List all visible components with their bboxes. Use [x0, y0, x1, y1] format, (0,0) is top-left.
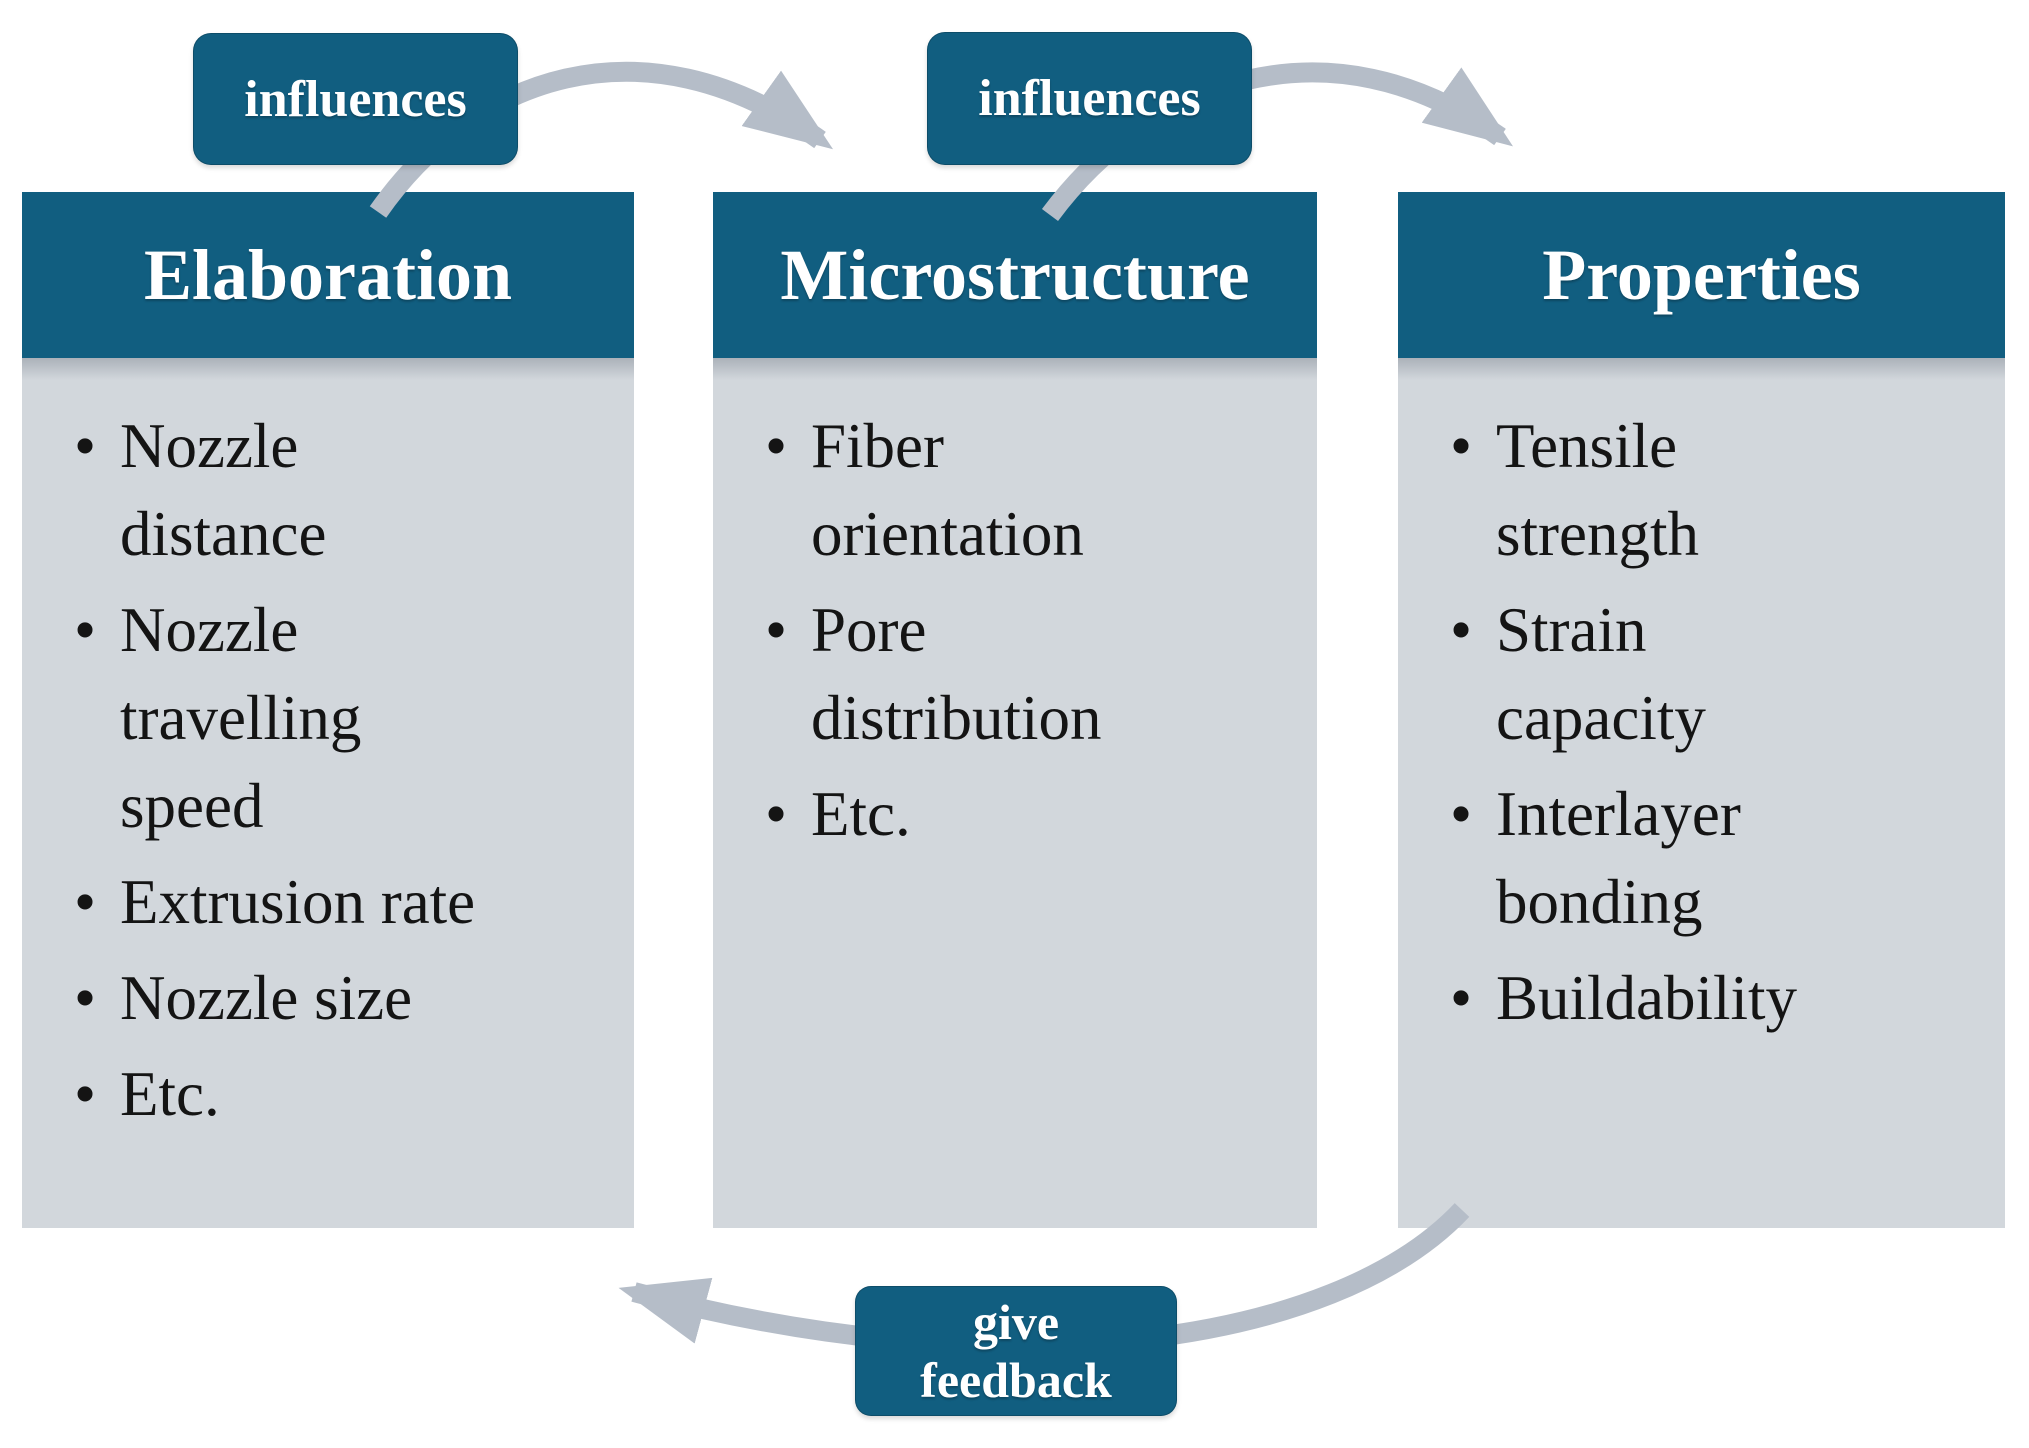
- column-properties-header: Properties: [1398, 192, 2005, 358]
- item-line: Strain: [1496, 595, 1647, 665]
- item-line: orientation: [811, 499, 1084, 569]
- column-properties-body: Tensile strength Strain capacity Interla…: [1398, 358, 2005, 1228]
- item-line: bonding: [1496, 867, 1703, 937]
- item-line: Interlayer: [1496, 779, 1741, 849]
- list-item: Etc.: [74, 1050, 616, 1138]
- item-line: Nozzle size: [120, 963, 413, 1033]
- list-item: Nozzle travelling speed: [74, 586, 616, 850]
- column-elaboration-body: Nozzle distance Nozzle travelling speed …: [22, 358, 634, 1228]
- column-elaboration-header: Elaboration: [22, 192, 634, 358]
- item-line: Pore: [811, 595, 927, 665]
- give-feedback-label: give feedback: [855, 1286, 1177, 1416]
- connector-label: influences: [978, 70, 1201, 127]
- column-title: Elaboration: [143, 234, 513, 315]
- list-item: Strain capacity: [1450, 586, 1987, 762]
- bullet-list: Nozzle distance Nozzle travelling speed …: [74, 402, 616, 1138]
- list-item: Extrusion rate: [74, 858, 616, 946]
- connector-label-line: feedback: [920, 1352, 1112, 1408]
- list-item: Nozzle size: [74, 954, 616, 1042]
- item-line: Tensile: [1496, 411, 1678, 481]
- connector-label: influences: [244, 70, 467, 128]
- item-line: speed: [120, 771, 264, 841]
- item-line: Nozzle: [120, 595, 299, 665]
- list-item: Fiber orientation: [765, 402, 1299, 578]
- item-line: travelling: [120, 683, 362, 753]
- influences-label-2: influences: [927, 32, 1252, 165]
- connector-label-line: give: [972, 1294, 1060, 1350]
- list-item: Tensile strength: [1450, 402, 1987, 578]
- column-title: Properties: [1542, 234, 1861, 315]
- column-properties: Properties Tensile strength Strain capac…: [1398, 192, 2005, 1228]
- bullet-list: Tensile strength Strain capacity Interla…: [1450, 402, 1987, 1042]
- item-line: Buildability: [1496, 963, 1798, 1033]
- influences-label-1: influences: [193, 33, 518, 165]
- item-line: Etc.: [120, 1059, 220, 1129]
- column-title: Microstructure: [780, 234, 1250, 315]
- list-item: Pore distribution: [765, 586, 1299, 762]
- item-line: Etc.: [811, 779, 911, 849]
- item-line: strength: [1496, 499, 1699, 569]
- item-line: distance: [120, 499, 327, 569]
- list-item: Buildability: [1450, 954, 1987, 1042]
- list-item: Etc.: [765, 770, 1299, 858]
- column-elaboration: Elaboration Nozzle distance Nozzle trave…: [22, 192, 634, 1228]
- item-line: Nozzle: [120, 411, 299, 481]
- list-item: Interlayer bonding: [1450, 770, 1987, 946]
- column-microstructure: Microstructure Fiber orientation Pore di…: [713, 192, 1317, 1228]
- item-line: capacity: [1496, 683, 1706, 753]
- item-line: Fiber: [811, 411, 944, 481]
- bullet-list: Fiber orientation Pore distribution Etc.: [765, 402, 1299, 858]
- list-item: Nozzle distance: [74, 402, 616, 578]
- item-line: distribution: [811, 683, 1102, 753]
- item-line: Extrusion rate: [120, 867, 476, 937]
- column-microstructure-body: Fiber orientation Pore distribution Etc.: [713, 358, 1317, 1228]
- column-microstructure-header: Microstructure: [713, 192, 1317, 358]
